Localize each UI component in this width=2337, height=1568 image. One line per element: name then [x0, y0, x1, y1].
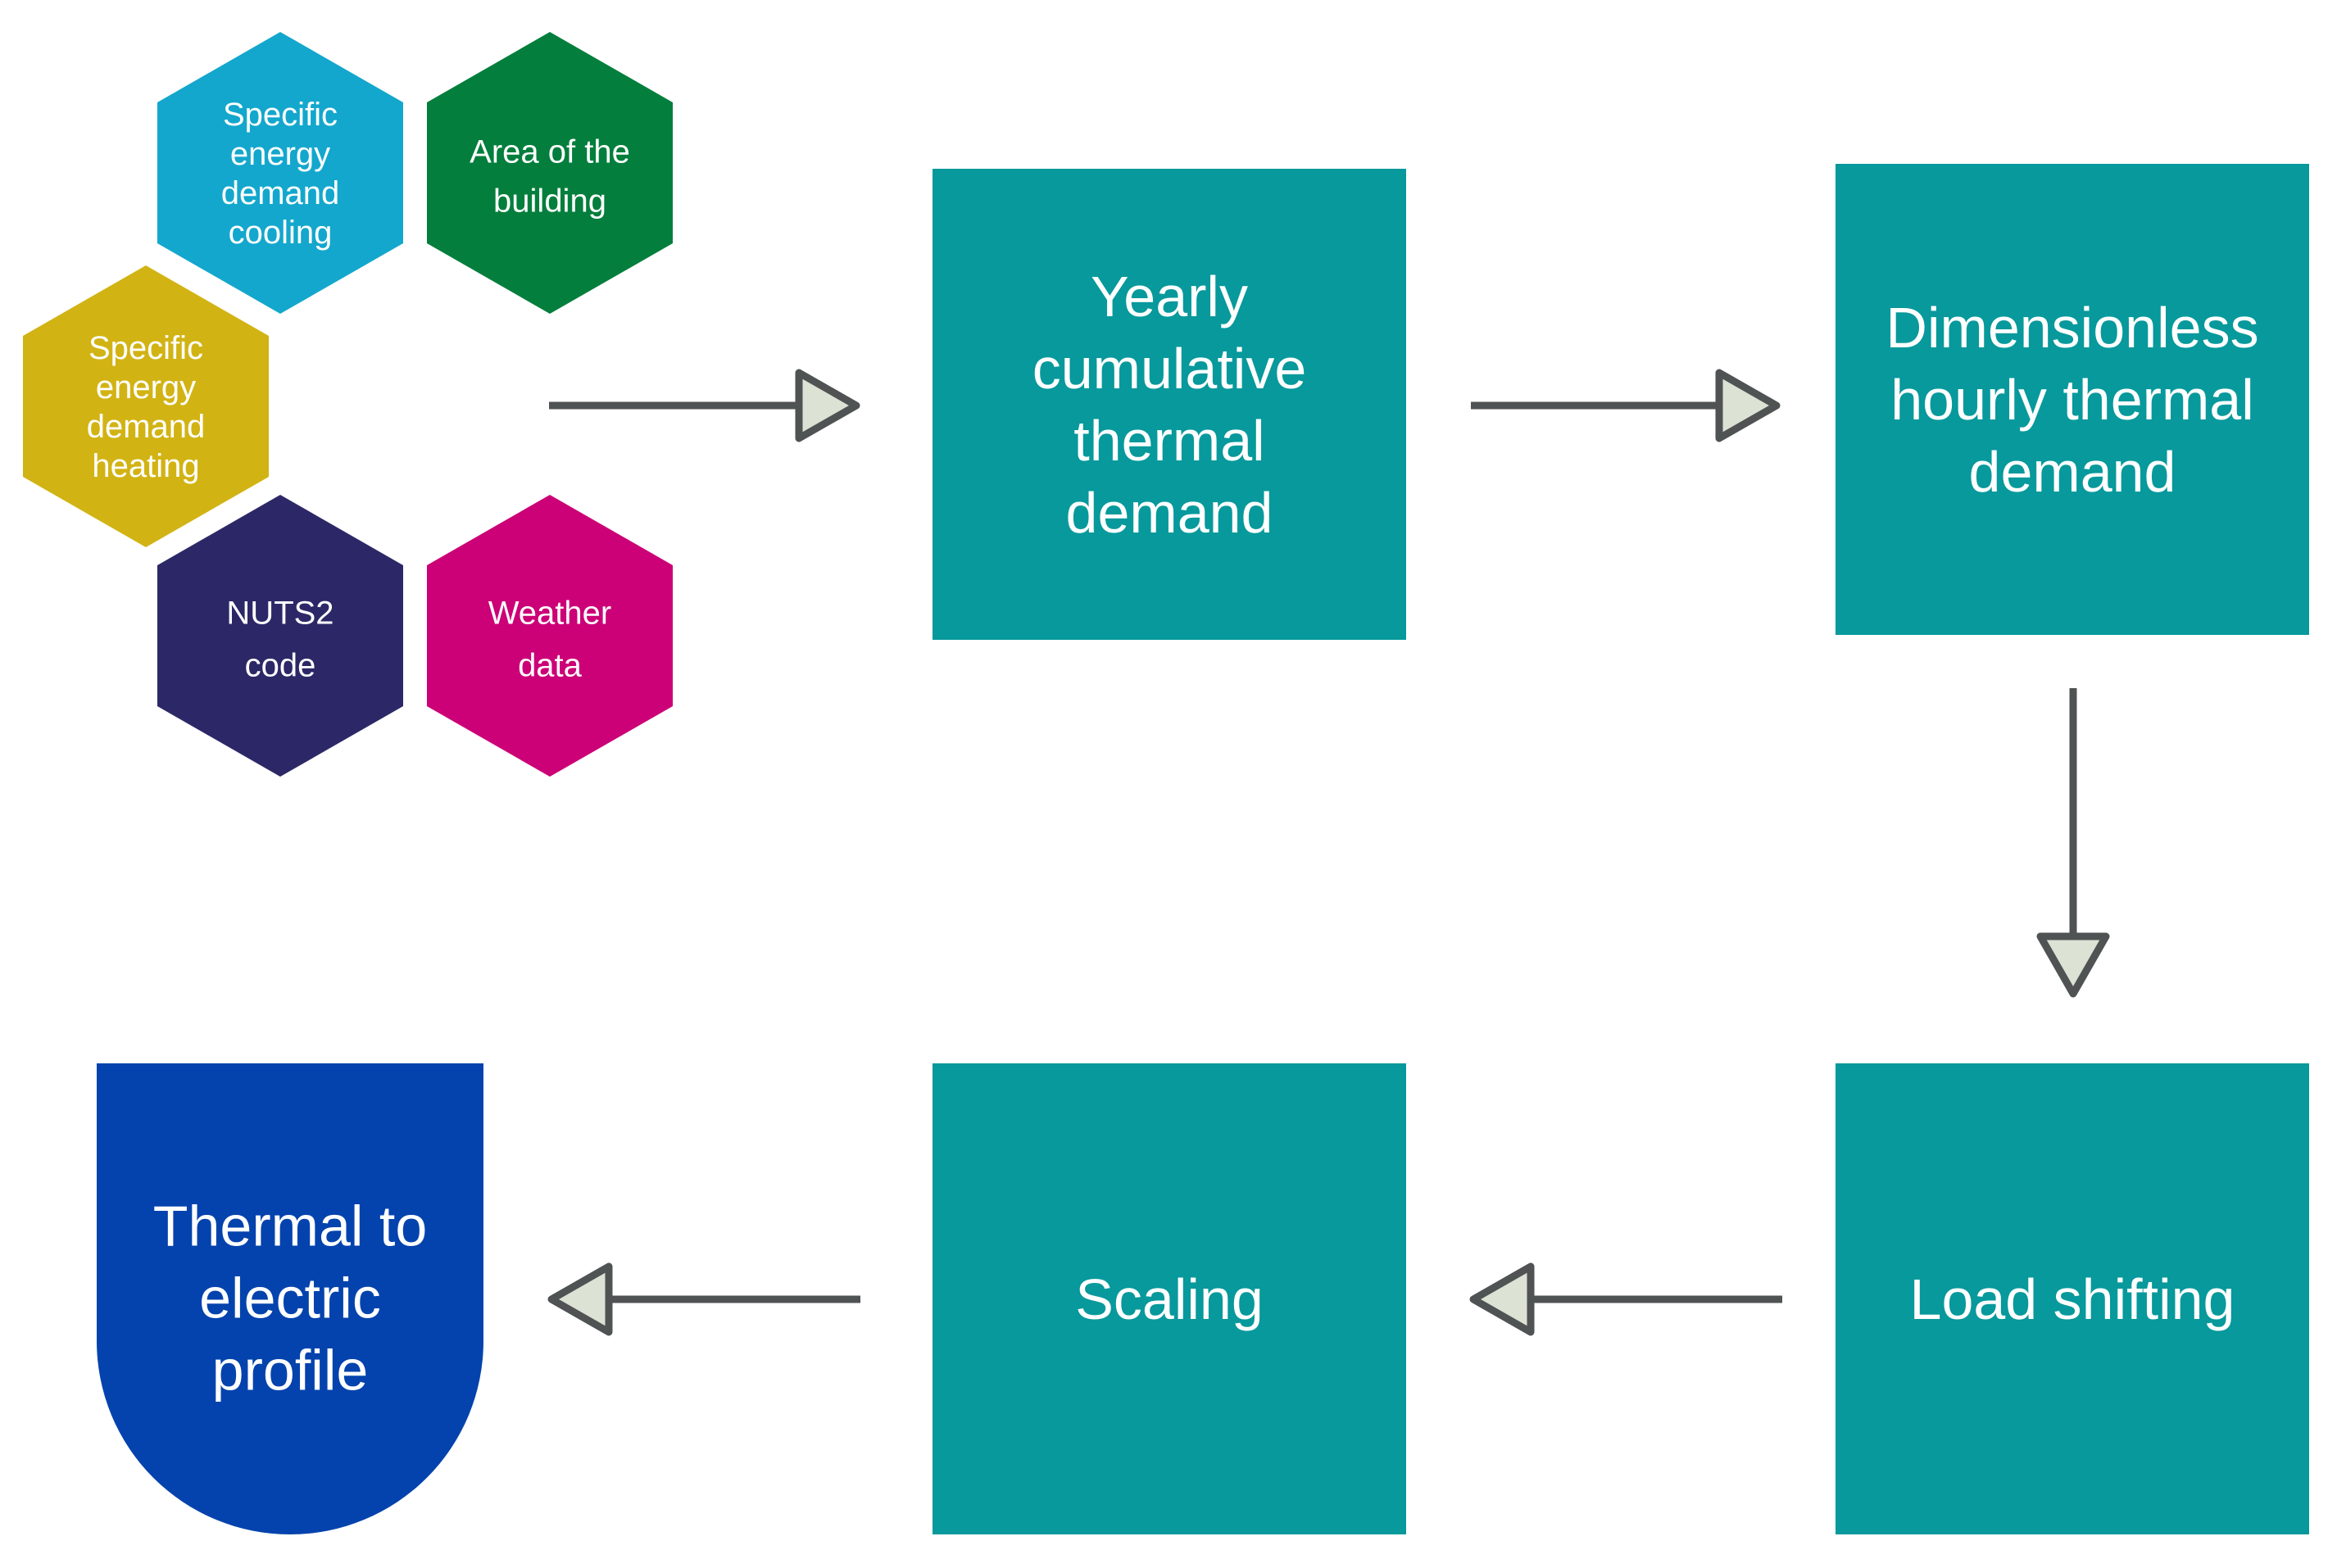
label-line: demand — [87, 409, 206, 445]
flow-arrows — [547, 369, 2110, 1336]
label-line: hourly thermal — [1890, 368, 2254, 432]
arrow-head — [795, 369, 860, 442]
box-shape — [1836, 164, 2309, 635]
label-line: Weather — [488, 596, 611, 632]
arrow-dimensionless-to-load-shifting — [2036, 688, 2110, 998]
label-line: Yearly — [1091, 265, 1248, 329]
label-line: Scaling — [1075, 1267, 1264, 1331]
input-hex-weather: Weather data — [427, 495, 673, 777]
hexagon-shape — [157, 32, 403, 314]
box-shape — [933, 1063, 1406, 1534]
label-line: demand — [221, 175, 340, 211]
label-line: profile — [212, 1339, 369, 1403]
process-steps: YearlycumulativethermaldemandDimensionle… — [933, 164, 2309, 1534]
box-shape — [1836, 1063, 2309, 1534]
arrow-inputs-to-yearly — [549, 369, 860, 442]
step-box-yearly: Yearly cumulative thermal demand — [933, 169, 1406, 640]
hexagon-shape — [427, 495, 673, 777]
output-thermal-to-electric: Thermal to electric profile — [97, 1063, 483, 1534]
label-line: energy — [230, 136, 330, 172]
label-line: Specific — [223, 97, 338, 133]
arrow-load-shifting-to-scaling — [1469, 1262, 1782, 1336]
output-shape — [97, 1063, 483, 1534]
label-line: demand — [1969, 440, 2176, 504]
arrow-yearly-to-dimensionless — [1471, 369, 1781, 442]
label-line: cooling — [229, 215, 333, 251]
label-line: building — [493, 184, 606, 220]
input-hex-nuts2: NUTS2 code — [157, 495, 403, 777]
arrow-head — [1715, 369, 1781, 442]
arrow-head — [2036, 932, 2110, 998]
label-line: Thermal to — [153, 1194, 428, 1258]
label-line: Dimensionless — [1885, 296, 2258, 360]
arrow-scaling-to-output — [547, 1262, 860, 1336]
step-box-load-shifting: Load shifting — [1836, 1063, 2309, 1534]
step-box-scaling: Scaling — [933, 1063, 1406, 1534]
label-line: demand — [1066, 481, 1273, 545]
label-line: electric — [199, 1267, 381, 1330]
label-line: code — [245, 648, 316, 684]
hexagon-shape — [157, 495, 403, 777]
arrow-head — [547, 1262, 613, 1336]
label-line: data — [518, 648, 583, 684]
label-line: heating — [92, 448, 199, 484]
hexagon-shape — [23, 265, 269, 547]
arrow-head — [1469, 1262, 1535, 1336]
step-box-dimensionless: Dimensionless hourly thermal demand — [1836, 164, 2309, 635]
label-line: NUTS2 — [226, 596, 334, 632]
input-hex-area: Area of the building — [427, 32, 673, 314]
label-line: cumulative — [1032, 337, 1307, 401]
label-line: energy — [96, 369, 196, 406]
label-line: Specific — [88, 330, 203, 366]
box-shape — [933, 169, 1406, 640]
hexagon-shape — [427, 32, 673, 314]
label-line: Area of the — [470, 134, 630, 170]
label-line: thermal — [1073, 409, 1264, 473]
label-line: Load shifting — [1910, 1267, 2235, 1331]
